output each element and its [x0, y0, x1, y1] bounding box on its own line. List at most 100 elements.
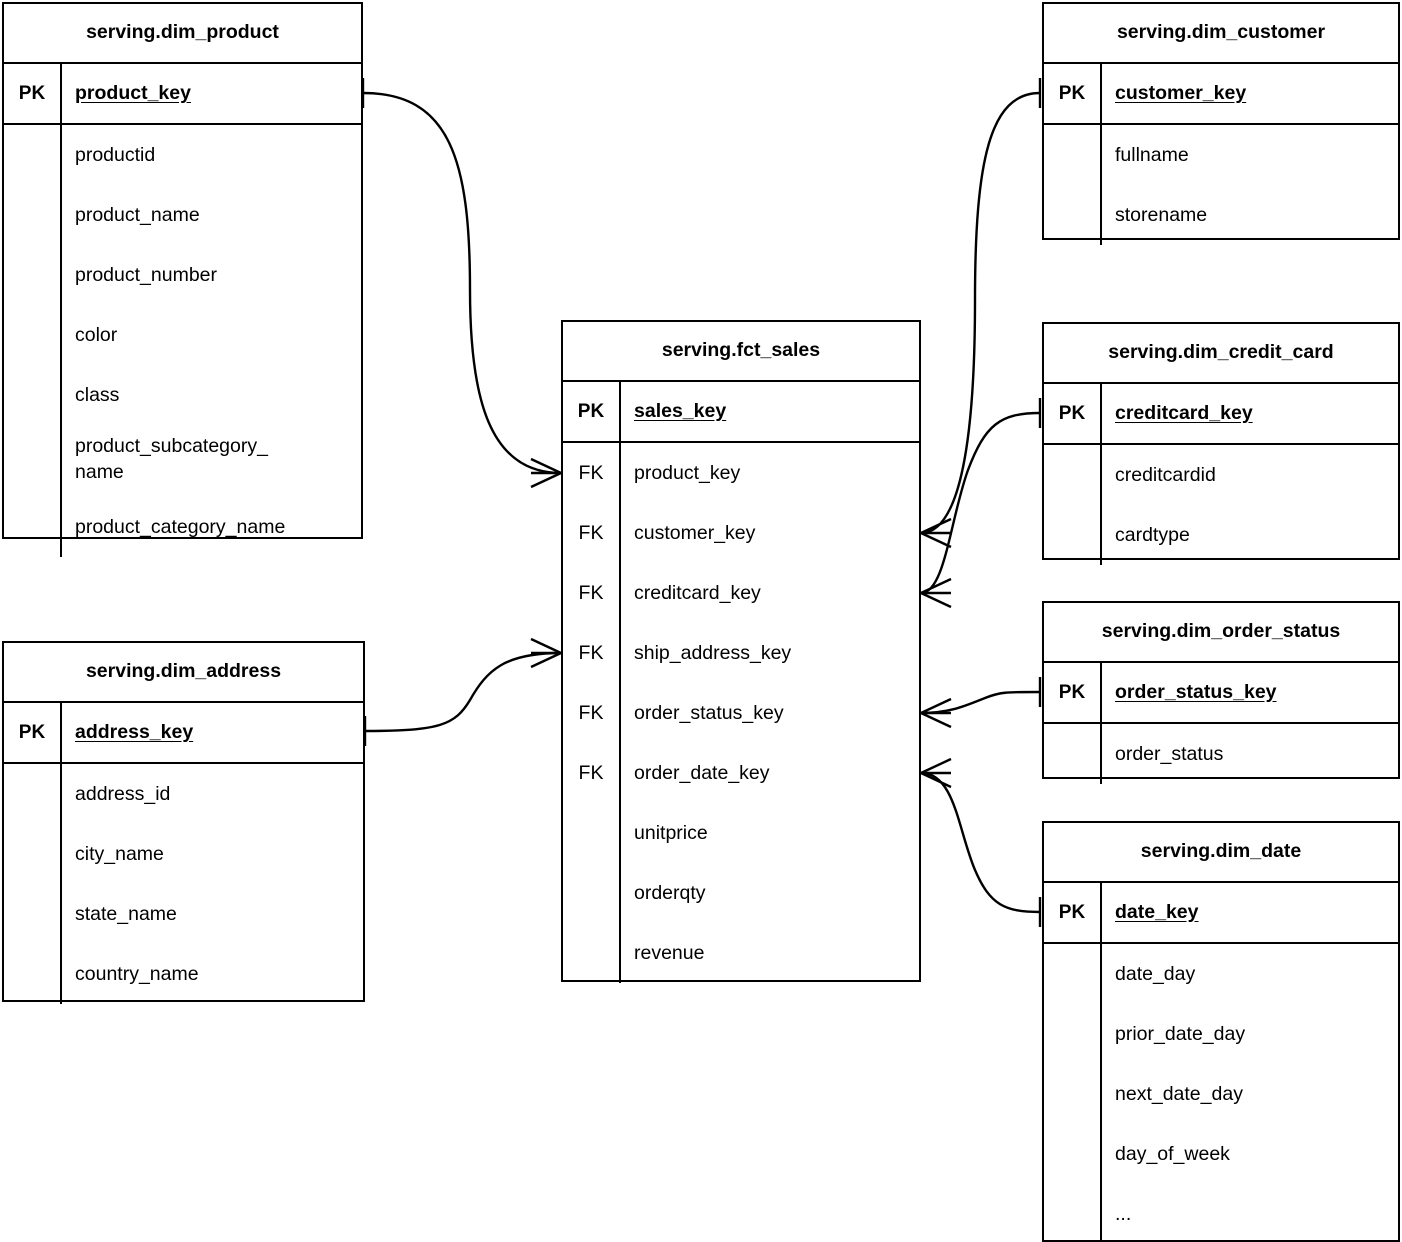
pk-row-dim-credit-card: PK creditcard_key: [1044, 384, 1398, 445]
attribute-row: cardtype: [1115, 524, 1190, 546]
fk-tag: FK: [578, 461, 604, 484]
entity-title-dim-customer: serving.dim_customer: [1044, 4, 1398, 64]
gutter-cell: [4, 764, 60, 824]
pk-tag: PK: [1044, 663, 1102, 722]
gutter-cell: [563, 923, 619, 983]
attribute-gutter: [1044, 944, 1102, 1242]
pk-tag: PK: [1044, 64, 1102, 123]
gutter-cell: [4, 944, 60, 1004]
attribute-row: prior_date_day: [1115, 1023, 1246, 1045]
attribute-row: product_subcategory_ name: [75, 435, 268, 483]
attribute-list-dim-date: date_day prior_date_day next_date_day da…: [1044, 944, 1398, 1242]
attribute-list-fct-sales: FK FK FK FK FK FK product_key customer_k…: [563, 443, 919, 983]
attribute-body: date_day prior_date_day next_date_day da…: [1102, 944, 1398, 1242]
attribute-body: address_id city_name state_name country_…: [62, 764, 363, 1004]
pk-row-dim-date: PK date_key: [1044, 883, 1398, 944]
pk-field-name: address_key: [75, 721, 194, 743]
entity-dim-order-status[interactable]: serving.dim_order_status PK order_status…: [1042, 601, 1400, 784]
fk-tag: FK: [578, 761, 604, 784]
attribute-row: day_of_week: [1115, 1143, 1230, 1165]
attribute-row: class: [75, 384, 120, 406]
attribute-body: order_status: [1102, 724, 1398, 784]
pk-row-dim-address: PK address_key: [4, 703, 363, 764]
attribute-row: creditcardid: [1115, 464, 1216, 486]
attribute-row: ship_address_key: [634, 642, 792, 664]
attribute-gutter: [4, 125, 62, 557]
gutter-cell: [1044, 1064, 1100, 1124]
relationship-credit-card: [920, 398, 1042, 609]
attribute-row: unitprice: [634, 822, 708, 844]
gutter-cell: [1044, 445, 1100, 505]
entity-fct-sales[interactable]: serving.fct_sales PK sales_key FK FK FK …: [561, 320, 921, 983]
entity-dim-credit-card[interactable]: serving.dim_credit_card PK creditcard_ke…: [1042, 322, 1400, 565]
attribute-row: country_name: [75, 963, 199, 985]
entity-title-fct-sales: serving.fct_sales: [563, 322, 919, 382]
entity-title-dim-address: serving.dim_address: [4, 643, 363, 703]
entity-dim-customer[interactable]: serving.dim_customer PK customer_key ful…: [1042, 2, 1400, 245]
attribute-row: state_name: [75, 903, 177, 925]
attribute-row: order_date_key: [634, 762, 770, 784]
gutter-cell: [4, 125, 60, 185]
attribute-gutter: [1044, 125, 1102, 245]
attribute-row: order_status: [1115, 743, 1224, 765]
entity-dim-address[interactable]: serving.dim_address PK address_key addre…: [2, 641, 365, 1004]
gutter-cell: [1044, 125, 1100, 185]
gutter-cell: [1044, 1004, 1100, 1064]
pk-tag: PK: [4, 64, 62, 123]
entity-title-dim-product: serving.dim_product: [4, 4, 361, 64]
pk-tag: PK: [4, 703, 62, 762]
entity-dim-date[interactable]: serving.dim_date PK date_key date_day pr…: [1042, 821, 1400, 1242]
entity-title-dim-order-status: serving.dim_order_status: [1044, 603, 1398, 663]
attribute-row: next_date_day: [1115, 1083, 1243, 1105]
pk-tag: PK: [1044, 883, 1102, 942]
attribute-gutter: [4, 764, 62, 1004]
attribute-row: storename: [1115, 204, 1208, 226]
attribute-list-dim-product: productid product_name product_number co…: [4, 125, 361, 557]
gutter-cell: [4, 884, 60, 944]
attribute-list-dim-address: address_id city_name state_name country_…: [4, 764, 363, 1004]
pk-row-dim-order-status: PK order_status_key: [1044, 663, 1398, 724]
attribute-row: product_number: [75, 264, 218, 286]
entity-dim-product[interactable]: serving.dim_product PK product_key produ…: [2, 2, 363, 557]
gutter-cell: [4, 245, 60, 305]
pk-row-dim-product: PK product_key: [4, 64, 361, 125]
attribute-row: date_day: [1115, 963, 1196, 985]
gutter-cell: [1044, 944, 1100, 1004]
attribute-row: product_key: [634, 462, 741, 484]
attribute-body: product_key customer_key creditcard_key …: [621, 443, 919, 983]
attribute-row: orderqty: [634, 882, 706, 904]
attribute-list-dim-credit-card: creditcardid cardtype: [1044, 445, 1398, 565]
fk-tag: FK: [578, 521, 604, 544]
attribute-list-dim-customer: fullname storename: [1044, 125, 1398, 245]
attribute-gutter: [1044, 445, 1102, 565]
entity-title-dim-date: serving.dim_date: [1044, 823, 1398, 883]
pk-field-name: product_key: [75, 82, 191, 104]
pk-field-name: date_key: [1115, 901, 1199, 923]
fk-tag: FK: [578, 641, 604, 664]
attribute-row: customer_key: [634, 522, 756, 544]
attribute-row: revenue: [634, 942, 705, 964]
entity-title-dim-credit-card: serving.dim_credit_card: [1044, 324, 1398, 384]
gutter-cell: [563, 803, 619, 863]
pk-field-name: order_status_key: [1115, 681, 1277, 703]
pk-field-name: creditcard_key: [1115, 402, 1253, 424]
attribute-gutter: [1044, 724, 1102, 784]
pk-row-fct-sales: PK sales_key: [563, 382, 919, 443]
gutter-cell: [1044, 505, 1100, 565]
fk-tag: FK: [578, 701, 604, 724]
attribute-row: address_id: [75, 783, 171, 805]
relationship-address: [363, 637, 562, 746]
attribute-body: fullname storename: [1102, 125, 1398, 245]
gutter-cell: [1044, 1184, 1100, 1242]
attribute-body: creditcardid cardtype: [1102, 445, 1398, 565]
pk-tag: PK: [1044, 384, 1102, 443]
relationship-customer: [920, 78, 1042, 549]
attribute-row: color: [75, 324, 118, 346]
relationship-date: [920, 757, 1042, 927]
attribute-row: ...: [1115, 1203, 1132, 1225]
attribute-row: order_status_key: [634, 702, 784, 724]
gutter-cell: [4, 824, 60, 884]
gutter-cell: [563, 863, 619, 923]
gutter-cell: [1044, 1124, 1100, 1184]
